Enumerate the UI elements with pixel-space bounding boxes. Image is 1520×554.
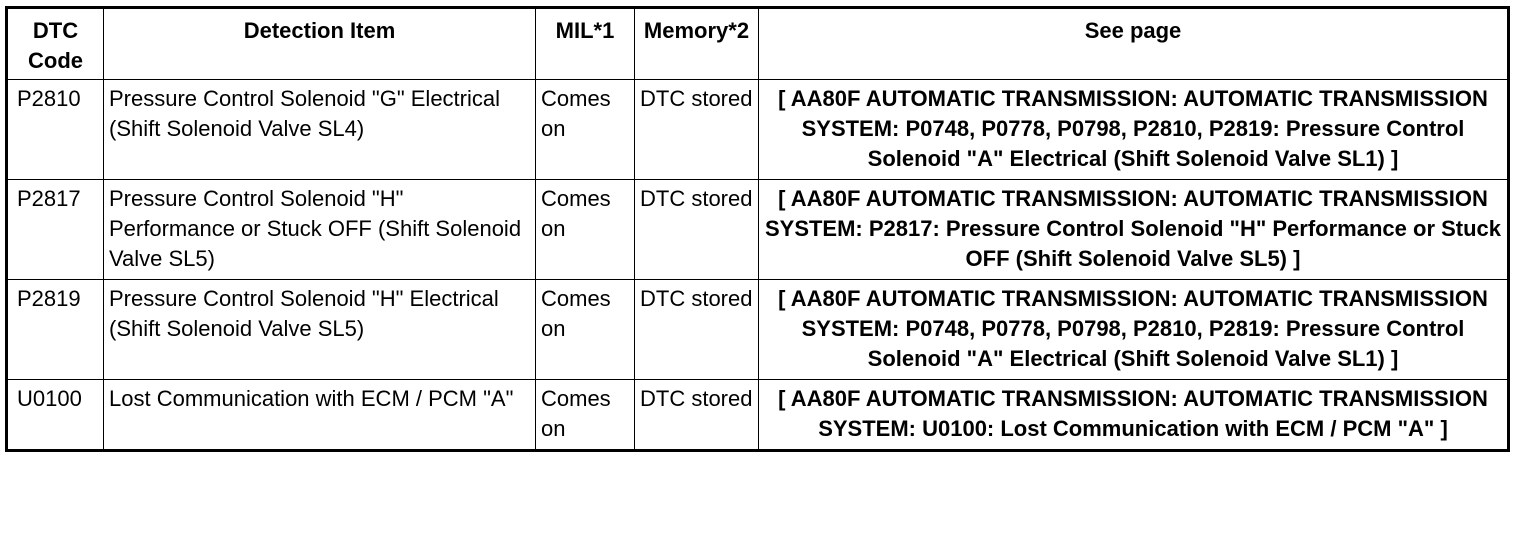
- dtc-code-cell: P2810: [6, 79, 104, 180]
- header-dtc-code-line2: Code: [28, 48, 83, 73]
- mil-cell: Comes on: [535, 279, 635, 380]
- mil-cell: Comes on: [535, 379, 635, 451]
- table-row: P2819 Pressure Control Solenoid "H" Elec…: [6, 279, 1509, 380]
- table-row: P2817 Pressure Control Solenoid "H" Perf…: [6, 179, 1509, 280]
- dtc-code-cell: P2819: [6, 279, 104, 380]
- see-page-link[interactable]: [ AA80F AUTOMATIC TRANSMISSION: AUTOMATI…: [758, 279, 1509, 380]
- see-page-link[interactable]: [ AA80F AUTOMATIC TRANSMISSION: AUTOMATI…: [758, 79, 1509, 180]
- memory-cell: DTC stored: [634, 279, 759, 380]
- dtc-code-cell: P2817: [6, 179, 104, 280]
- table-row: U0100 Lost Communication with ECM / PCM …: [6, 379, 1509, 451]
- mil-cell: Comes on: [535, 79, 635, 180]
- detection-item-cell: Pressure Control Solenoid "G" Electrical…: [103, 79, 536, 180]
- header-memory: Memory*2: [634, 7, 759, 80]
- header-detection-item: Detection Item: [103, 7, 536, 80]
- see-page-link[interactable]: [ AA80F AUTOMATIC TRANSMISSION: AUTOMATI…: [758, 179, 1509, 280]
- dtc-code-cell: U0100: [6, 379, 104, 451]
- dtc-table: DTC Code Detection Item MIL*1 Memory*2 S…: [5, 6, 1510, 452]
- memory-cell: DTC stored: [634, 179, 759, 280]
- header-see-page: See page: [758, 7, 1509, 80]
- dtc-table-container: DTC Code Detection Item MIL*1 Memory*2 S…: [5, 6, 1510, 452]
- see-page-link[interactable]: [ AA80F AUTOMATIC TRANSMISSION: AUTOMATI…: [758, 379, 1509, 451]
- memory-cell: DTC stored: [634, 379, 759, 451]
- mil-cell: Comes on: [535, 179, 635, 280]
- header-dtc-code-line1: DTC: [32, 18, 79, 43]
- table-header-row: DTC Code Detection Item MIL*1 Memory*2 S…: [6, 7, 1509, 80]
- memory-cell: DTC stored: [634, 79, 759, 180]
- detection-item-cell: Lost Communication with ECM / PCM "A": [103, 379, 536, 451]
- header-mil: MIL*1: [535, 7, 635, 80]
- header-dtc-code: DTC Code: [6, 7, 104, 80]
- detection-item-cell: Pressure Control Solenoid "H" Electrical…: [103, 279, 536, 380]
- table-row: P2810 Pressure Control Solenoid "G" Elec…: [6, 79, 1509, 180]
- detection-item-cell: Pressure Control Solenoid "H" Performanc…: [103, 179, 536, 280]
